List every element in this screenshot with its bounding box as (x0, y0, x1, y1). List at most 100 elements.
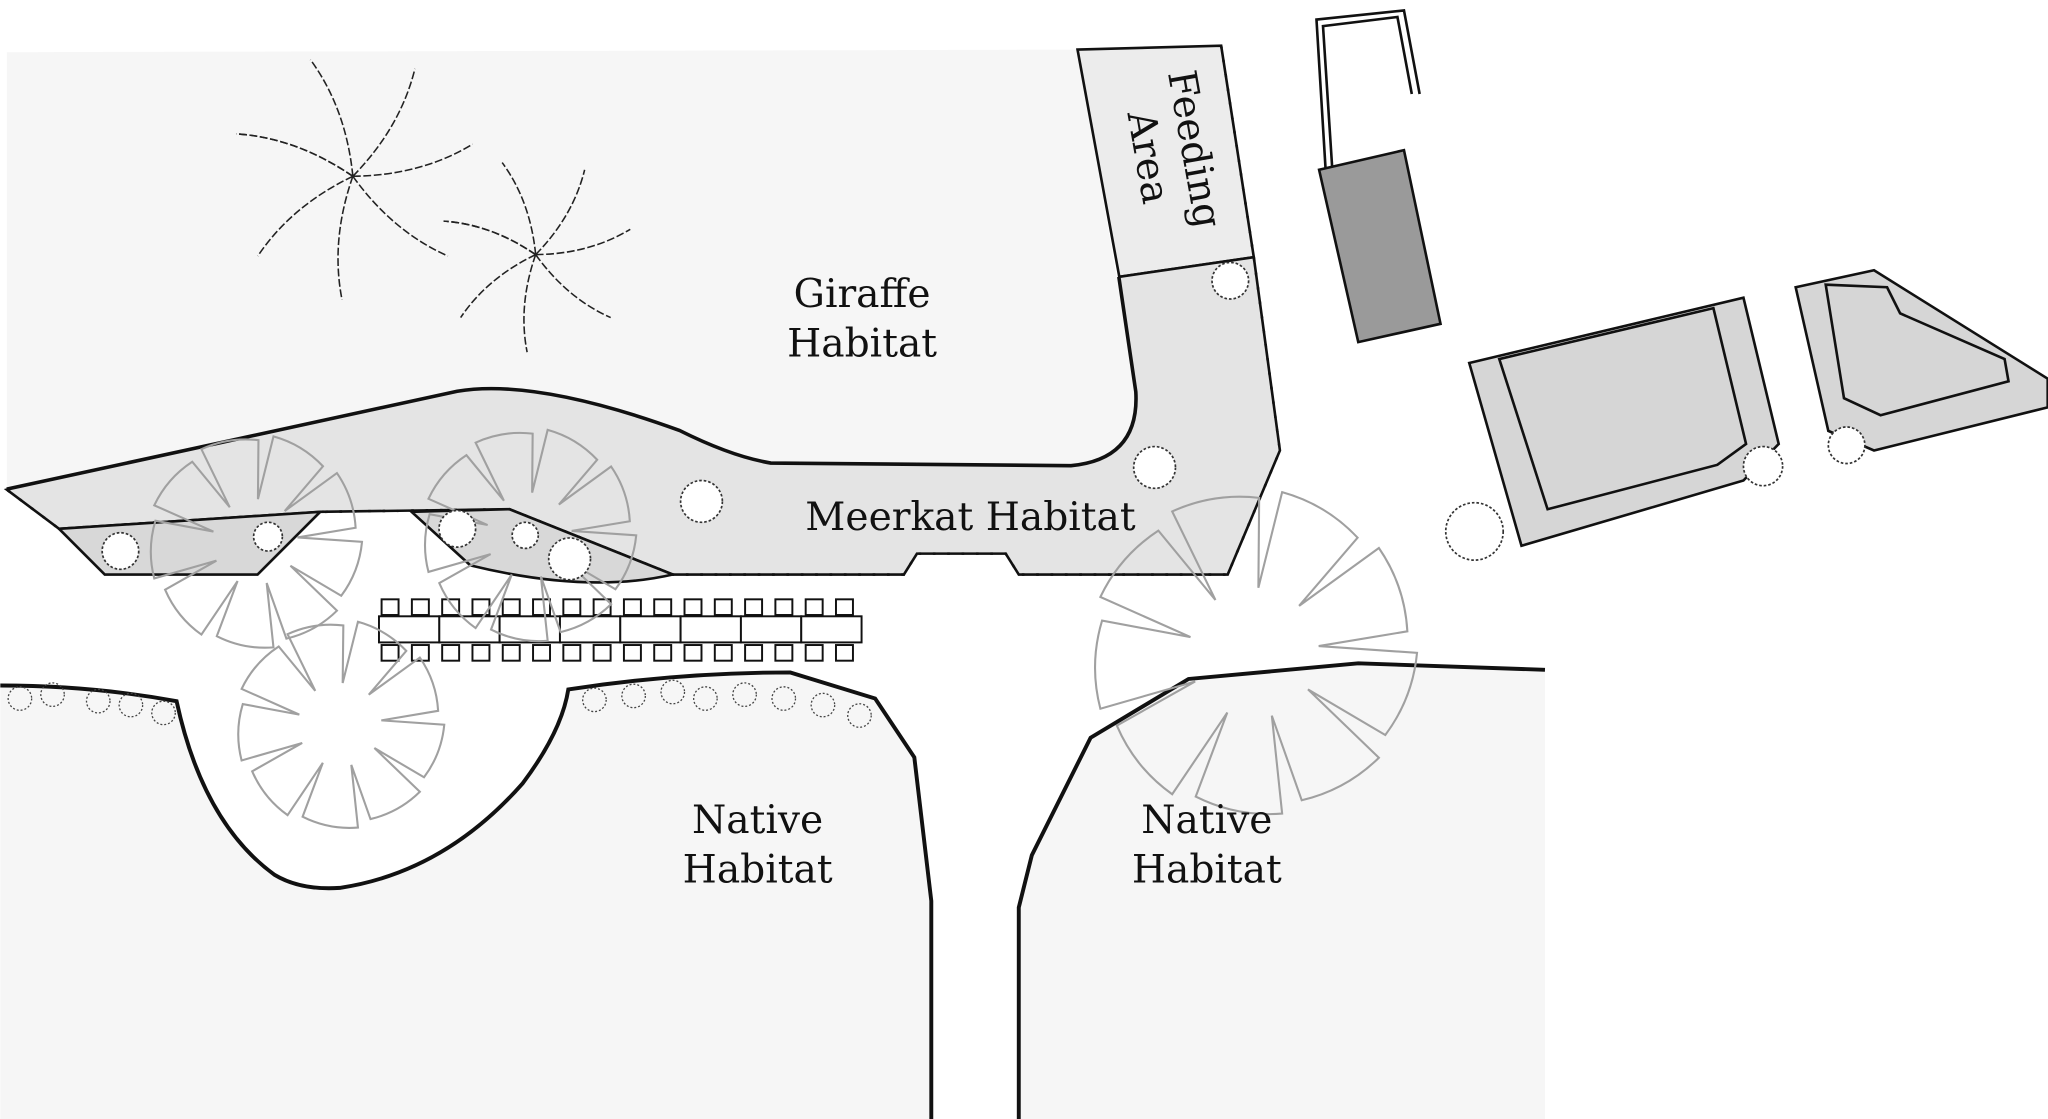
seat (501, 644, 521, 662)
shrub (679, 479, 724, 524)
seat (441, 644, 461, 662)
table (498, 615, 561, 644)
hedge-shrub (582, 687, 607, 713)
hedge-shrub (693, 686, 718, 711)
seat (562, 598, 582, 616)
native-habitat-right-area[interactable] (1018, 663, 1545, 1119)
palm-frond (443, 220, 537, 256)
palm-frond (309, 59, 354, 177)
seat (774, 598, 794, 616)
seat (683, 644, 703, 662)
palm-frond (459, 253, 537, 318)
seat (471, 644, 491, 662)
palm-frond (501, 162, 537, 255)
palm-frond (352, 175, 449, 257)
seat (683, 598, 703, 616)
seat (622, 644, 642, 662)
shrub (101, 531, 140, 571)
shrub (1827, 426, 1866, 465)
shrub (1444, 501, 1505, 562)
seat (532, 644, 552, 662)
native-habitat-left-area[interactable] (0, 672, 932, 1119)
table (800, 615, 863, 644)
seat (380, 644, 400, 662)
hedge-shrub (810, 692, 836, 718)
seating-row (377, 598, 863, 662)
seat (562, 644, 582, 662)
seat (532, 598, 552, 616)
seat (441, 598, 461, 616)
shrub (1742, 445, 1784, 487)
table (619, 615, 682, 644)
hedge-shrub (621, 683, 646, 709)
label-native-habitat-right-2: Habitat (1132, 848, 1282, 893)
hedge-shrub (847, 703, 872, 728)
hedge-shrub (151, 700, 176, 726)
table (679, 615, 742, 644)
meerkat-pool-right (408, 507, 678, 584)
table (377, 615, 441, 644)
palm-frond (523, 254, 537, 353)
giraffe-habitat-area[interactable] (6, 49, 1137, 490)
shrub (511, 521, 540, 550)
palm-frond (236, 133, 354, 177)
label-meerkat-habitat: Meerkat Habitat (805, 495, 1136, 540)
seat (410, 644, 430, 662)
native-habitat-right-edge (1016, 661, 1546, 1119)
seat (410, 598, 430, 616)
native-habitat-left-edge (0, 670, 934, 1119)
hedge-shrub (118, 692, 144, 718)
hedge-shrub (85, 688, 111, 714)
shrub (1211, 261, 1250, 300)
seat (653, 644, 673, 662)
shrub (252, 521, 284, 552)
seat (744, 644, 764, 662)
seat (804, 598, 824, 616)
tree-canopies (149, 428, 1419, 829)
label-giraffe-habitat-2: Habitat (787, 321, 937, 366)
seat (380, 598, 400, 616)
seat (834, 644, 854, 662)
label-native-habitat-right: Native (1141, 798, 1272, 843)
dark-structure (1317, 148, 1443, 344)
seat (713, 644, 733, 662)
palm-frond (535, 228, 631, 256)
shrub (1132, 445, 1177, 490)
hedge-shrub (771, 686, 797, 711)
palm-frond (535, 169, 586, 256)
palm-frond (535, 254, 611, 319)
seat (592, 598, 612, 616)
seat (774, 644, 794, 662)
tree-canopy (237, 620, 446, 829)
hedge-shrub (732, 682, 757, 708)
building-large (1467, 296, 1781, 548)
seat (744, 598, 764, 616)
tree-canopy (1094, 490, 1419, 816)
seat (501, 598, 521, 616)
seat (653, 598, 673, 616)
building-small (1794, 268, 2048, 452)
palm-trees (236, 59, 631, 353)
hedge-shrub (7, 686, 33, 711)
shrub (547, 537, 592, 581)
label-native-habitat-left: Native (692, 798, 823, 843)
tree-canopy (149, 435, 364, 649)
seat (713, 598, 733, 616)
seat (622, 598, 642, 616)
shrub (438, 509, 477, 548)
palm-frond (337, 176, 354, 300)
shrubs (7, 261, 1866, 728)
palm-frond (257, 175, 354, 257)
hedge-shrub (40, 682, 65, 708)
palm-frond (352, 143, 474, 178)
palm-frond (352, 68, 416, 177)
table (739, 615, 803, 644)
hedge-shrub (660, 679, 686, 705)
table (438, 615, 501, 644)
tree-canopy (424, 428, 638, 643)
pen-outline (1315, 9, 1421, 170)
label-giraffe-habitat: Giraffe (794, 272, 931, 317)
label-native-habitat-left-2: Habitat (683, 848, 833, 893)
seat (834, 598, 854, 616)
